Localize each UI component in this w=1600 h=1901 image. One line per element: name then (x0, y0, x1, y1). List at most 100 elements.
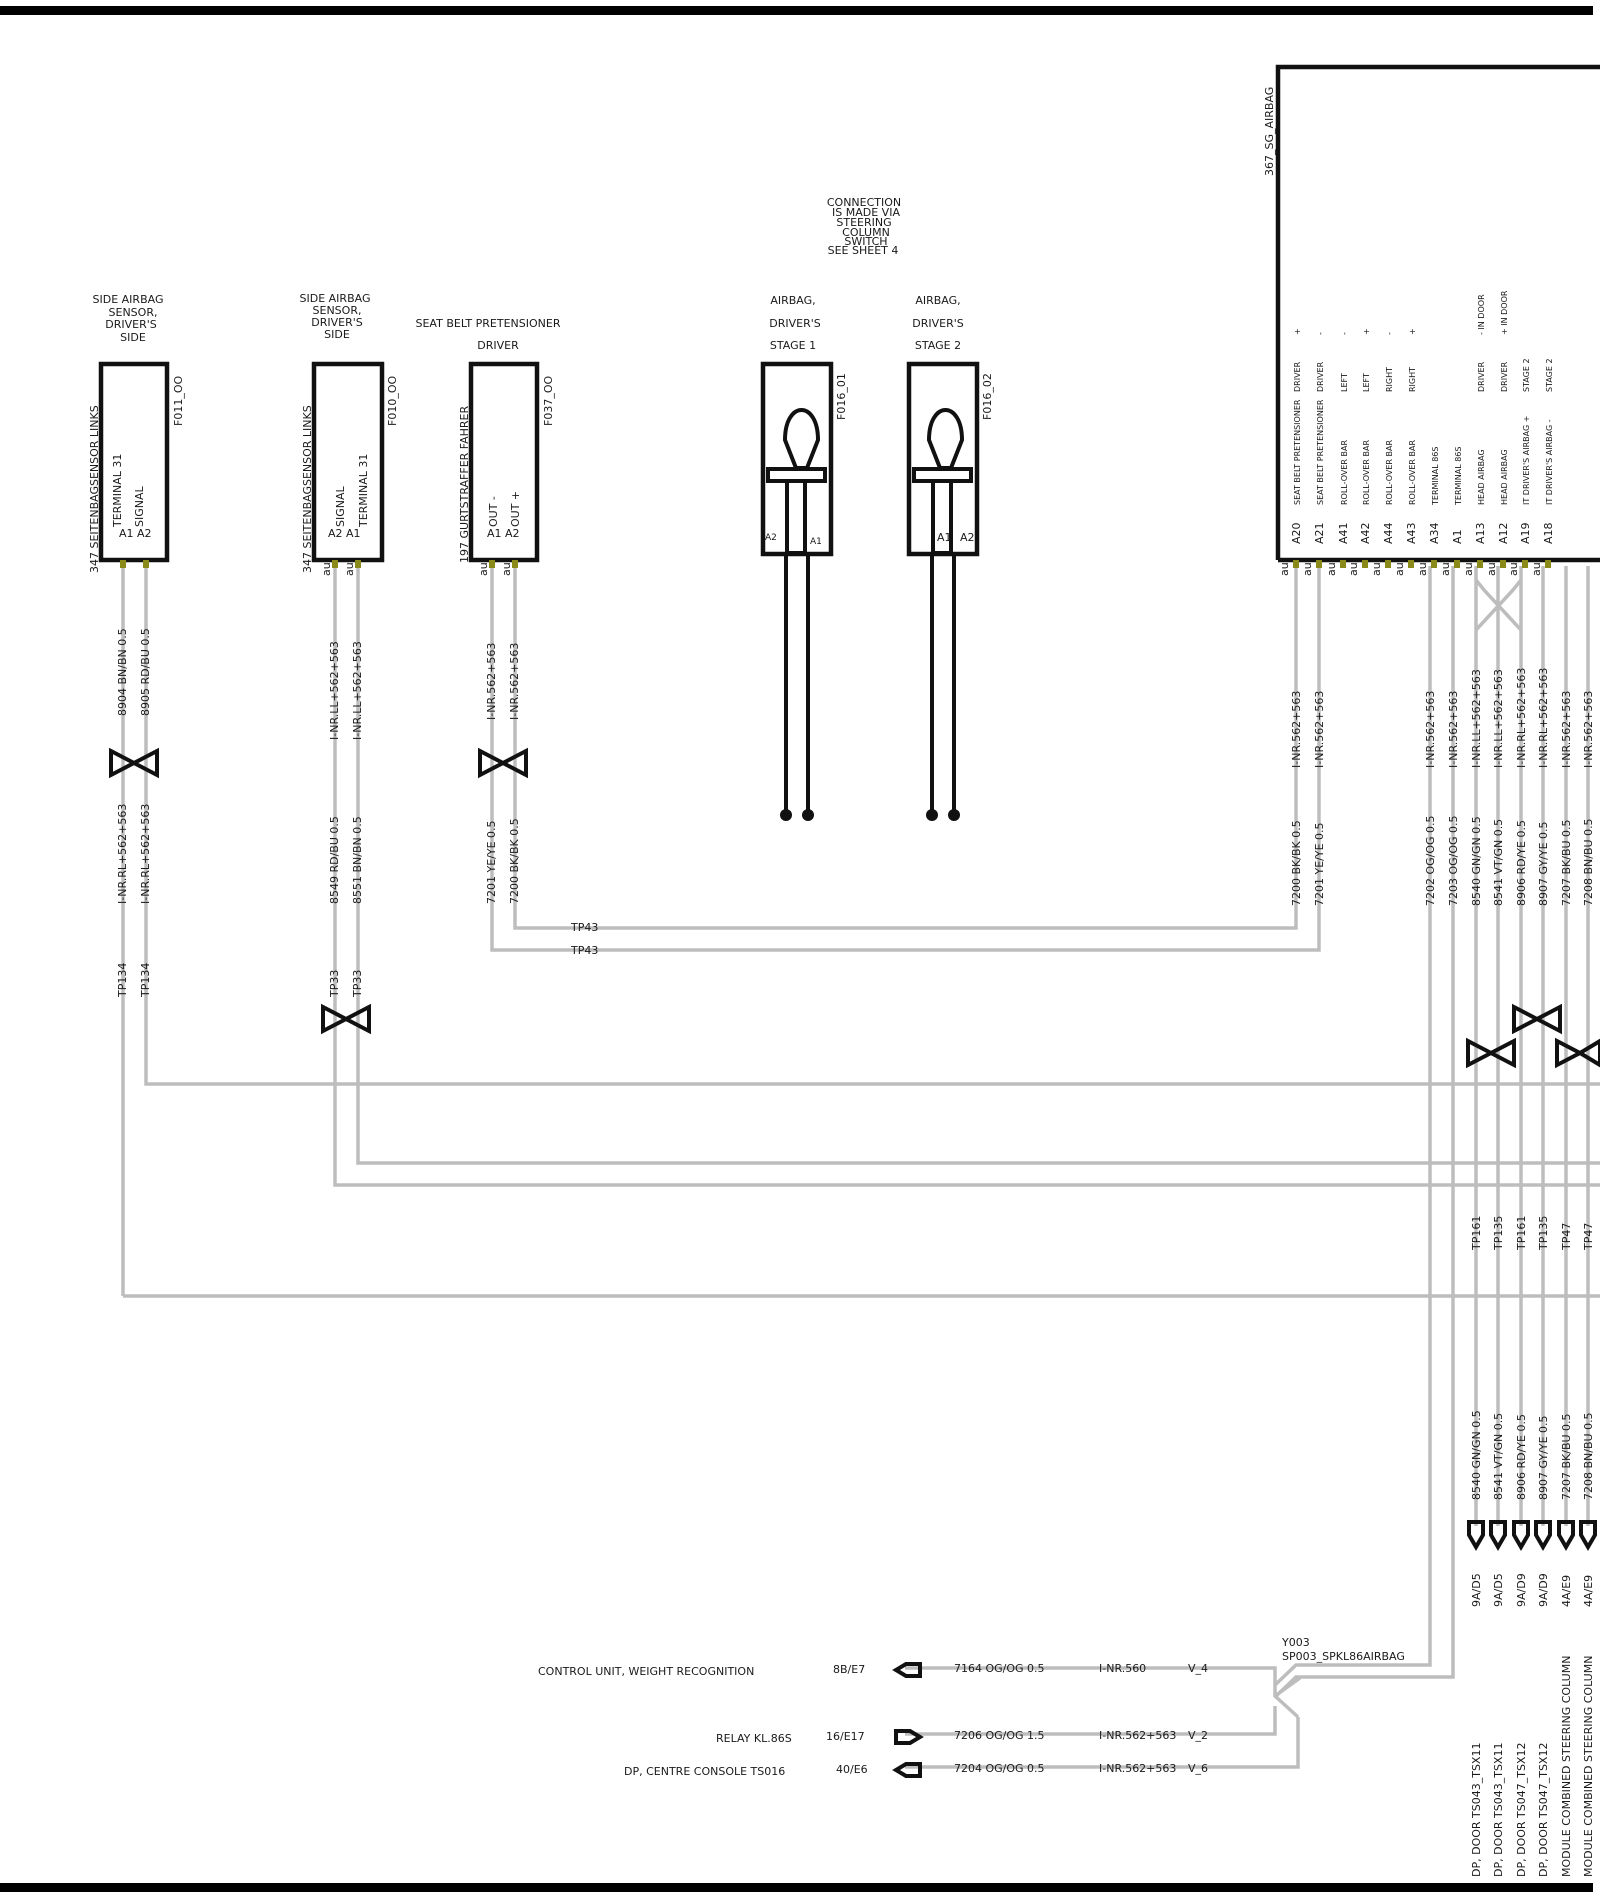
sg-pin-polarity: - (1316, 332, 1325, 335)
sg-wire-dest: DP, DOOR TS047_TSX12 (1515, 1743, 1528, 1877)
sg-pin-side: LEFT (1340, 373, 1349, 392)
f016-01-box (760, 361, 834, 557)
sg-wire-conn: 4A/E9 (1582, 1575, 1595, 1607)
sg-pin-function: TERMINAL 86S (1454, 447, 1463, 506)
f016-01-caption-2: DRIVER'S (769, 317, 820, 330)
sg-pin-au: au (1393, 562, 1406, 576)
f011-caption-2: SENSOR, (109, 306, 158, 319)
f037-pin-a2-marker (512, 560, 518, 568)
f011-inr-2: I-NR.RL+562+563 (139, 804, 152, 904)
sg-pin-id: A20 (1290, 522, 1303, 544)
sg-id: 367_SG_AIRBAG (1263, 87, 1276, 176)
sg-pin-marker (1431, 560, 1437, 568)
f010-pin-a2-marker (332, 560, 338, 568)
f037-tp-1: TP43 (570, 921, 598, 934)
sg-pin-polarity: + (1362, 328, 1371, 335)
row-v: V_2 (1188, 1729, 1208, 1742)
f011-caption-3: DRIVER'S (105, 318, 156, 331)
sg-pin-marker (1293, 560, 1299, 568)
sg-wire-label: 8540 GN/GN 0.5 (1470, 816, 1483, 906)
sg-pin-function: HEAD AIRBAG (1477, 449, 1486, 505)
sg-wire-label-lower: 7207 BK/BU 0.5 (1560, 1413, 1573, 1500)
f010-box (311, 361, 385, 563)
f016-01-pin-right: A1 (810, 537, 822, 547)
note-line-3: STEERING (836, 216, 891, 229)
sg-pin-au: au (1462, 562, 1475, 576)
sg-pin-side: STAGE 2 (1522, 358, 1531, 392)
sg-wire-inr: I-NR.LL+562+563 (1470, 669, 1483, 768)
sg-pin-side: DRIVER (1293, 361, 1302, 392)
sg-wire-label-lower: 8907 GY/YE 0.5 (1537, 1415, 1550, 1500)
f016-02-caption-3: STAGE 2 (915, 339, 961, 352)
sg-pin-function: SEAT BELT PRETENSIONER (1316, 399, 1325, 505)
f011-id: F011_OO (172, 376, 185, 426)
arrow-connector-icon (1557, 1520, 1575, 1551)
sg-pin-au: au (1416, 562, 1429, 576)
f011-pin-a2-marker (143, 560, 149, 568)
f011-box (98, 361, 170, 563)
sg-wire-tp: TP135 (1492, 1216, 1505, 1251)
sg-wire-dest: DP, DOOR TS047_TSX12 (1537, 1743, 1550, 1877)
sg-wire-label: 7208 BN/BU 0.5 (1582, 818, 1595, 906)
sg-wire-tp: TP161 (1515, 1216, 1528, 1251)
sg-connector-icons (1466, 1003, 1600, 1069)
sg-pin-id: A1 (1451, 529, 1464, 544)
row-wire: 7206 OG/OG 1.5 (954, 1729, 1045, 1742)
f010-au-2: au (343, 562, 356, 576)
connector-arrow-icon (894, 1729, 924, 1745)
arrow-connector-icon (1534, 1520, 1552, 1551)
sg-wire-label-lower: 8906 RD/YE 0.5 (1515, 1414, 1528, 1500)
row-label: CONTROL UNIT, WEIGHT RECOGNITION (538, 1665, 754, 1678)
f010-inr-1: I-NR.LL+562+563 (328, 641, 341, 740)
f011-wire-1: 8904 BN/BN 0.5 (116, 628, 129, 716)
f010-component: 347 SEITENBAGSENSOR LINKS (301, 405, 314, 573)
f010-pin-ids: A2 A1 (328, 527, 361, 540)
connector-pair-1-icon (1512, 1003, 1562, 1035)
sg-pin-polarity: - IN DOOR (1477, 294, 1486, 335)
f011-wire-2: 8905 RD/BU 0.5 (139, 628, 152, 716)
connector-arrow-icon (892, 1762, 922, 1778)
sg-wire-conn: 9A/D5 (1492, 1573, 1505, 1607)
f010-connector-icon (321, 1003, 371, 1035)
sg-pin-marker (1477, 560, 1483, 568)
sg-pin-au: au (1278, 562, 1291, 576)
f011-pin-ids: A1 A2 (119, 527, 152, 540)
f011-caption-4: SIDE (120, 331, 146, 344)
connector-pair-3-icon (1555, 1037, 1600, 1069)
sg-pin-au: au (1370, 562, 1383, 576)
sg-pin-id: A44 (1382, 522, 1395, 544)
component-sg-airbag: 367_SG_AIRBAG A20 SEAT BELT PRETENSIONER D… (1263, 64, 1600, 1877)
row-wire: 7164 OG/OG 0.5 (954, 1662, 1045, 1675)
sg-pin-au: au (1347, 562, 1360, 576)
f010-caption-2: SENSOR, (313, 304, 362, 317)
bottom-border (0, 1883, 1593, 1892)
sg-pin-function: TERMINAL 86S (1431, 447, 1440, 506)
component-f016-01: AIRBAG, DRIVER'S STAGE 1 F016_01 A2 A1 (760, 294, 848, 821)
sg-pin-polarity: + (1408, 328, 1417, 335)
f037-id: F037_OO (542, 376, 555, 426)
sg-pin-side: DRIVER (1316, 361, 1325, 392)
sg-pin-side: RIGHT (1385, 367, 1394, 392)
f010-wire-2: 8551 BN/BN 0.5 (351, 816, 364, 904)
sg-wire-label: 8541 VT/GN 0.5 (1492, 819, 1505, 906)
sg-pin-au: au (1507, 562, 1520, 576)
f010-id: F010_OO (386, 376, 399, 426)
f037-au-1: au (477, 562, 490, 576)
f037-pin-a1-marker (489, 560, 495, 568)
row-label: DP, CENTRE CONSOLE TS016 (624, 1765, 785, 1778)
sg-wire-tp: TP135 (1537, 1216, 1550, 1251)
f037-pin-a1: OUT - (487, 496, 500, 527)
note-line-1: CONNECTION (827, 196, 901, 209)
f010-wire-1: 8549 RD/BU 0.5 (328, 816, 341, 904)
f011-inr-1: I-NR.RL+562+563 (116, 804, 129, 904)
f011-component: 347 SEITENBAGSENSOR LINKS (88, 405, 101, 573)
sg-pin-polarity: - (1340, 332, 1349, 335)
sg-wire-tp: TP47 (1560, 1223, 1573, 1251)
arrow-connector-icon (1467, 1520, 1485, 1551)
f010-pin-a1-marker (355, 560, 361, 568)
f011-connector-icon (109, 747, 159, 779)
f010-tp-2: TP33 (351, 970, 364, 998)
f011-pin-a1: TERMINAL 31 (111, 454, 124, 528)
component-f011: SIDE AIRBAG SENSOR, DRIVER'S SIDE F011_O… (88, 293, 185, 998)
